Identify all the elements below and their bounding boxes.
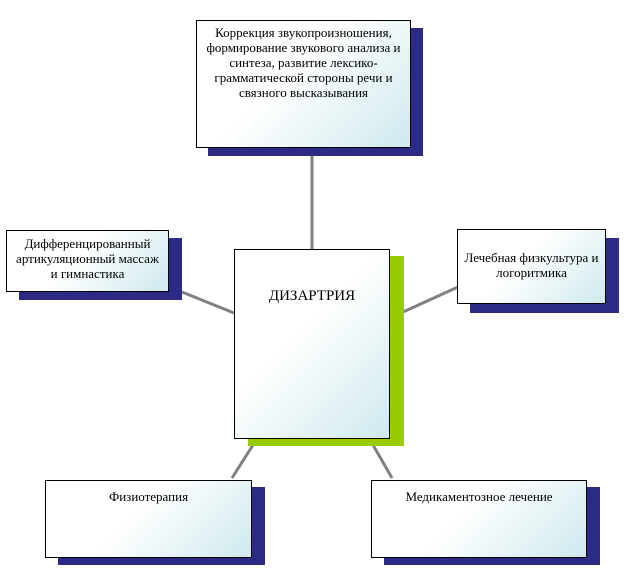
node-top-label: Коррекция звукопроизношения, формировани… (206, 25, 401, 100)
node-center: ДИЗАРТРИЯ (234, 249, 404, 446)
connector-bottom-right (371, 444, 394, 479)
node-right-box: Лечебная физкультура и логоритмика (457, 229, 606, 304)
node-bottom-left-box: Физиотерапия (45, 480, 252, 558)
node-bottom-right-box: Медикаментозное лечение (371, 480, 587, 558)
connector-left (181, 290, 235, 315)
node-top-box: Коррекция звукопроизношения, формировани… (196, 20, 411, 148)
node-center-box: ДИЗАРТРИЯ (234, 249, 390, 439)
node-bottom-left: Физиотерапия (45, 480, 265, 565)
node-bottom-right-label: Медикаментозное лечение (405, 489, 553, 504)
node-left-label: Дифференцированный артикуляционный масса… (16, 236, 159, 281)
node-left-box: Дифференцированный артикуляционный масса… (6, 230, 169, 292)
connector-bottom-left (230, 444, 255, 479)
node-right: Лечебная физкультура и логоритмика (457, 229, 619, 313)
node-center-label: ДИЗАРТРИЯ (268, 288, 356, 304)
node-bottom-right: Медикаментозное лечение (371, 480, 600, 565)
node-top: Коррекция звукопроизношения, формировани… (196, 20, 423, 156)
node-left: Дифференцированный артикуляционный масса… (6, 230, 182, 300)
connector-right (402, 285, 459, 314)
node-right-label: Лечебная физкультура и логоритмика (464, 250, 599, 280)
node-bottom-left-label: Физиотерапия (108, 489, 189, 504)
